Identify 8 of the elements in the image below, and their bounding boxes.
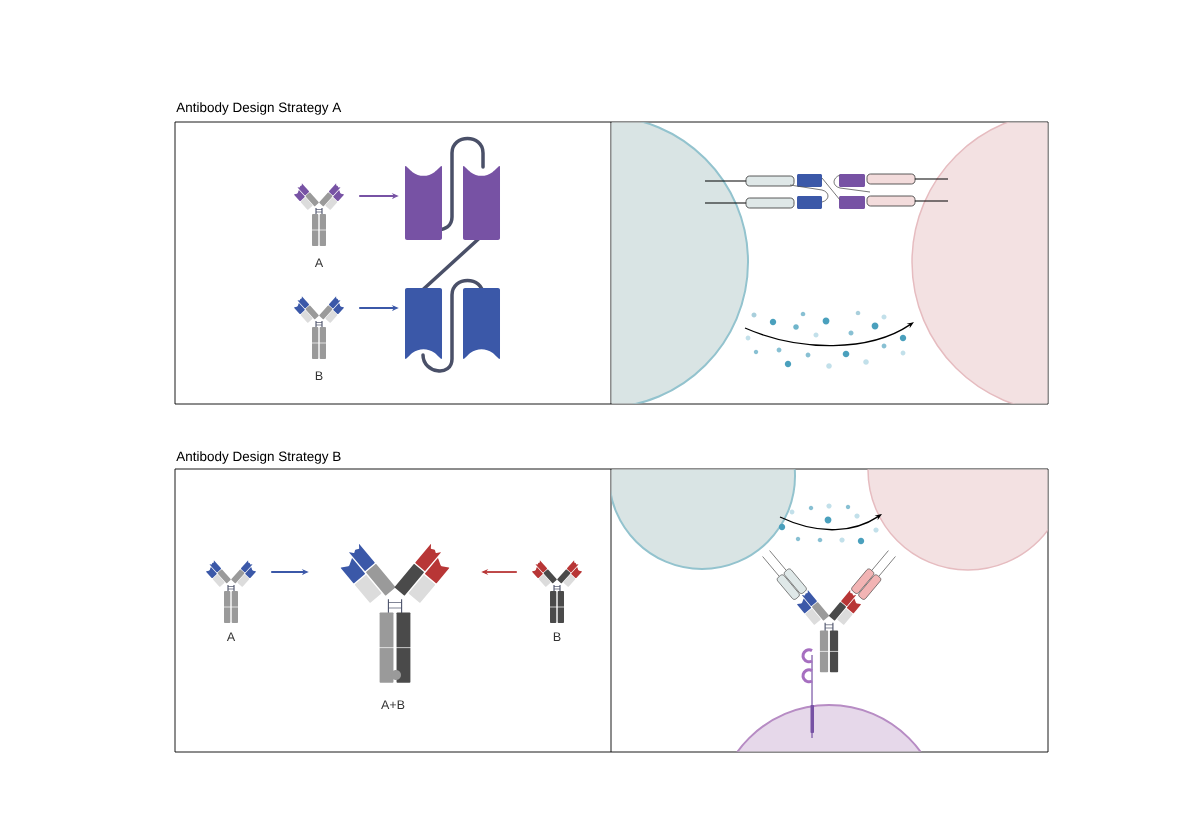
antibody-label: A	[226, 632, 236, 641]
antibody-label: B	[553, 632, 561, 641]
antibody-label: A	[314, 258, 324, 267]
node-label: Antibody Design Strategy B	[176, 451, 341, 464]
antibody-label: B	[315, 371, 323, 380]
node-label: Antibody Design Strategy A	[176, 102, 342, 115]
antibody-label: A+B	[381, 700, 405, 709]
bispecific-protein-drawing	[405, 136, 500, 373]
